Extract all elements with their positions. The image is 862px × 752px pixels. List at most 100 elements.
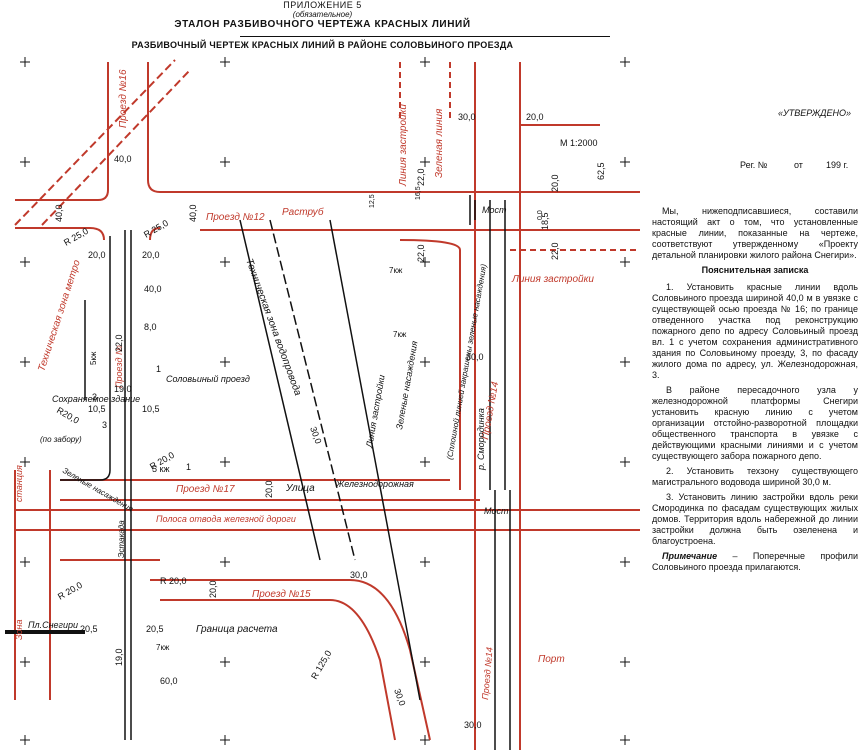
dim-20-top: 20,0 [526, 112, 544, 122]
note-item: В районе пересадочного узла у железнодор… [652, 385, 858, 461]
dim-1: 1 [156, 364, 161, 374]
label-k7c: 7кж [156, 643, 170, 652]
label-liniya-zastroiki-v: Линия застройки [398, 104, 409, 187]
dim-r25a: R 25,0 [62, 226, 90, 248]
label-granitsa: Граница расчета [196, 624, 278, 635]
dim-60: 60,0 [160, 676, 178, 686]
drawing-scale: М 1:2000 [560, 138, 598, 148]
dim-22-d: 22,0 [114, 334, 124, 352]
dim-30-b: 30,0 [466, 352, 484, 362]
label-smorodinka: р. Смородинка [476, 408, 486, 471]
label-k5v: 5кж [89, 351, 98, 365]
remark-text: – Поперечные профили Соловьиного проезда… [652, 551, 858, 572]
dim-20-c: 20,0 [264, 480, 274, 498]
dim-22-b: 22,0 [416, 244, 426, 262]
dim-40-mid: 40,0 [144, 284, 162, 294]
dim-22-c: 22,0 [550, 242, 560, 260]
label-solovyiny: Соловьиный проезд [166, 374, 250, 384]
label-proezd17: Проезд №17 [176, 484, 235, 495]
label-proezd-vert: Проезд № [114, 345, 124, 388]
dim-30-top: 30,0 [458, 112, 476, 122]
dim-40-right: 40,0 [188, 204, 198, 222]
label-proezd14-bottom: Проезд №14 [480, 647, 495, 700]
label-rastrub: Раструб [282, 206, 324, 218]
label-k7a: 7кж [389, 266, 403, 275]
dim-20-b: 20,0 [142, 250, 160, 260]
dim-20-d: 20,0 [208, 580, 218, 598]
label-liniya-zastroiki-mid: Линия застройки [364, 374, 387, 449]
grid-crosses [20, 57, 630, 745]
label-zelenaya-liniya: Зеленая линия [434, 108, 445, 178]
act-intro: Мы, нижеподписавшиеся, составили настоящ… [652, 206, 858, 260]
explanatory-text: Мы, нижеподписавшиеся, составили настоящ… [652, 206, 858, 577]
registration-year: 199 г. [826, 160, 849, 170]
label-k7b: 7кж [393, 330, 407, 339]
note-item: 2. Установить техзону существующего маги… [652, 466, 858, 487]
label-proezd12: Проезд №12 [206, 212, 265, 223]
dim-30-c: 30,0 [308, 425, 323, 445]
dim-3: 3 [102, 420, 107, 430]
dim-r20d: R 20,0 [160, 576, 187, 586]
dim-r25b: R 25,0 [142, 218, 170, 240]
label-most-bottom: Мост [484, 506, 509, 516]
dim-40-left: 40,0 [54, 204, 64, 222]
dim-20-5a: 20,5 [80, 624, 98, 634]
dim-40-top: 40,0 [114, 154, 132, 164]
title-underline [240, 36, 610, 37]
label-stanciya: станция [14, 465, 24, 502]
note-item: 3. Установить линию застройки вдоль реки… [652, 492, 858, 546]
label-zheleznodorozhnaya: Железнодорожная [335, 479, 414, 489]
label-k5: 5 кж [152, 464, 169, 474]
dim-3b: 3 [92, 392, 97, 402]
dim-1b: 1 [186, 462, 191, 472]
label-most-top: Мост [482, 205, 507, 215]
dim-8: 8,0 [144, 322, 157, 332]
label-ulitsa: Улица [285, 483, 315, 494]
dim-30-e: 30,0 [392, 687, 407, 707]
document-title: ЭТАЛОН РАЗБИВОЧНОГО ЧЕРТЕЖА КРАСНЫХ ЛИНИ… [174, 19, 471, 30]
dim-20-5b: 20,5 [146, 624, 164, 634]
remark-label: Примечание [662, 551, 718, 561]
label-zeleny: Зеленые насаждения [61, 466, 135, 514]
appendix-note: (обязательное) [292, 10, 353, 19]
drawing-subtitle: РАЗБИВОЧНЫЙ ЧЕРТЕЖ КРАСНЫХ ЛИНИЙ В РАЙОН… [131, 40, 514, 50]
dim-16: 16,5 [415, 186, 422, 200]
remark: Примечание – Поперечные профили Соловьин… [652, 551, 858, 573]
dim-22-a: 22,0 [416, 168, 426, 186]
dim-20-e: 20,0 [550, 174, 560, 192]
label-tech-zone-vodoprovod: Техническая зона водопровода [243, 257, 303, 397]
dim-r20c: R 20,0 [56, 580, 84, 602]
red-lines [14, 59, 640, 750]
dim-r125: R 125,0 [309, 649, 333, 681]
dim-19: 19,0 [114, 384, 132, 394]
registration-number: Рег. № [740, 160, 768, 170]
label-port: Порт [538, 654, 565, 665]
dimension-labels: 40,0 40,0 40,0 40,0 20,0 20,0 20,0 20,0 … [54, 112, 606, 730]
black-lines [5, 195, 511, 750]
explanatory-heading: Пояснительная записка [701, 265, 809, 275]
dim-20-a: 20,0 [88, 250, 106, 260]
dim-62: 62,5 [596, 162, 606, 180]
dim-30-f: 30,0 [464, 720, 482, 730]
label-proezd16: Проезд №16 [118, 69, 129, 128]
label-estakada: Эстакада [117, 520, 126, 558]
dim-10-a: 10,5 [88, 404, 106, 414]
appendix-label: ПРИЛОЖЕНИЕ 5 [283, 0, 362, 10]
label-green-plantings: Зеленые насаждения [394, 340, 419, 430]
dim-19b: 19,0 [114, 648, 124, 666]
dim-12: 12,5 [369, 194, 376, 208]
dim-30-d: 30,0 [350, 570, 368, 580]
dim-18: 18,5 [540, 212, 550, 230]
label-polosa: Полоса отвода железной дороги [156, 514, 296, 524]
dim-0: 0,0 [537, 210, 544, 220]
approved-stamp: «УТВЕРЖДЕНО» [778, 108, 851, 118]
note-item: 1. Установить красные линии вдоль Соловь… [652, 282, 858, 380]
label-proezd15: Проезд №15 [252, 589, 311, 600]
label-tech-zone-metro: Техническая зона метро [36, 258, 83, 373]
label-liniya-zastroiki-h: Линия застройки [511, 274, 594, 285]
label-zona: Зона [14, 620, 24, 641]
dim-10-b: 10,5 [142, 404, 160, 414]
label-sokhranyaemoe: Сохраняемое здание [52, 394, 140, 404]
registration-from: от [794, 160, 803, 170]
dim-r20a: R20,0 [55, 405, 81, 426]
